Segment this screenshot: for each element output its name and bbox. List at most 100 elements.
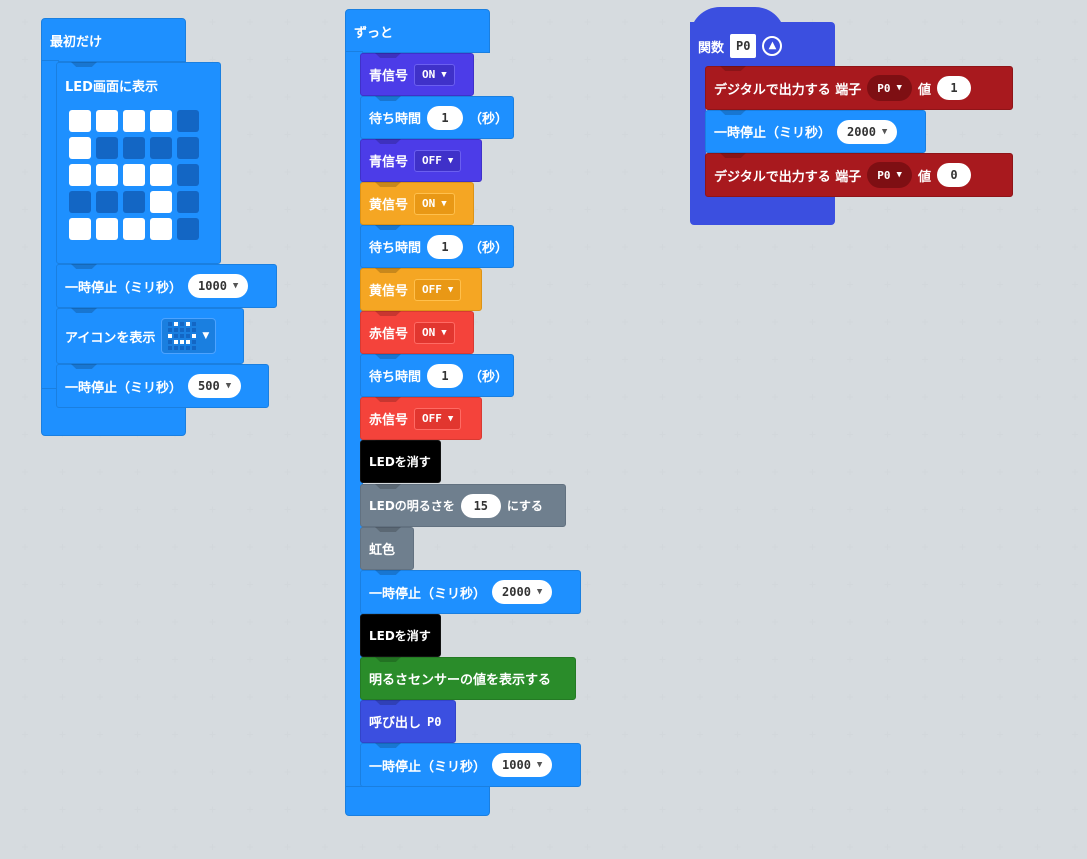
icon-pixel <box>192 340 197 344</box>
value-label: 値 <box>917 82 931 98</box>
led-matrix[interactable] <box>69 110 199 240</box>
wait-seconds-block-2[interactable]: 待ち時間 1 （秒） <box>360 225 514 268</box>
pause-value-dropdown[interactable]: 2000 ▼ <box>492 580 553 604</box>
rainbow-block[interactable]: 虹色 <box>360 527 414 570</box>
wait-label: 待ち時間 <box>369 112 422 127</box>
led-cell[interactable] <box>96 191 118 213</box>
led-cell[interactable] <box>96 110 118 132</box>
pause-label: 一時停止（ミリ秒） <box>65 280 183 296</box>
icon-pixel <box>174 328 179 332</box>
led-cell[interactable] <box>177 164 199 186</box>
wait-label: 待ち時間 <box>369 370 422 385</box>
led-cell[interactable] <box>96 164 118 186</box>
yellow-light-off-block[interactable]: 黄信号 OFF ▼ <box>360 268 482 311</box>
pause-block-500[interactable]: 一時停止（ミリ秒） 500 ▼ <box>56 364 269 408</box>
wait-seconds-block-3[interactable]: 待ち時間 1 （秒） <box>360 354 514 397</box>
pause-label: 一時停止（ミリ秒） <box>369 586 487 602</box>
collapse-icon[interactable]: ▲ <box>762 36 783 56</box>
digital-write-block-2[interactable]: デジタルで出力する 端子 P0 ▼ 値 0 <box>705 153 1013 197</box>
light-sensor-label: 明るさセンサーの値を表示する <box>369 673 552 688</box>
pin-dropdown[interactable]: P0 ▼ <box>867 162 912 188</box>
led-cell[interactable] <box>96 218 118 240</box>
led-clear-block-2[interactable]: LEDを消す <box>360 614 441 657</box>
pause-value-dropdown[interactable]: 1000 ▼ <box>188 274 249 298</box>
digital-write-block-1[interactable]: デジタルで出力する 端子 P0 ▼ 値 1 <box>705 66 1013 110</box>
brightness-value-input[interactable]: 15 <box>460 493 501 518</box>
led-cell[interactable] <box>96 137 118 159</box>
function-pause-block[interactable]: 一時停止（ミリ秒） 2000 ▼ <box>705 110 926 153</box>
led-cell[interactable] <box>69 191 91 213</box>
red-light-on-block[interactable]: 赤信号 ON ▼ <box>360 311 474 354</box>
led-cell[interactable] <box>123 137 145 159</box>
led-cell[interactable] <box>69 137 91 159</box>
pause-value-dropdown[interactable]: 500 ▼ <box>188 374 242 398</box>
wait-unit: （秒） <box>469 112 509 127</box>
pause-block-1000[interactable]: 一時停止（ミリ秒） 1000 ▼ <box>56 264 277 308</box>
caret-down-icon: ▼ <box>441 198 447 209</box>
led-cell[interactable] <box>123 164 145 186</box>
led-cell[interactable] <box>69 218 91 240</box>
show-light-sensor-block[interactable]: 明るさセンサーの値を表示する <box>360 657 576 700</box>
led-cell[interactable] <box>69 164 91 186</box>
led-cell[interactable] <box>150 110 172 132</box>
red-light-state-dropdown[interactable]: ON ▼ <box>414 321 455 344</box>
digital-value-input[interactable]: 1 <box>936 76 971 100</box>
call-function-block[interactable]: 呼び出し P0 <box>360 700 456 743</box>
red-light-off-block[interactable]: 赤信号 OFF ▼ <box>360 397 482 440</box>
show-icon-block[interactable]: アイコンを表示 ▼ <box>56 308 244 364</box>
icon-pixel <box>174 340 179 344</box>
led-cell[interactable] <box>150 137 172 159</box>
led-cell[interactable] <box>150 164 172 186</box>
blue-light-off-block[interactable]: 青信号 OFF ▼ <box>360 139 482 182</box>
led-clear-block-1[interactable]: LEDを消す <box>360 440 441 483</box>
yellow-light-state-dropdown[interactable]: ON ▼ <box>414 192 455 215</box>
yellow-light-state-dropdown[interactable]: OFF ▼ <box>414 278 462 301</box>
pause-value-dropdown[interactable]: 1000 ▼ <box>492 753 553 777</box>
red-light-state-dropdown[interactable]: OFF ▼ <box>414 407 462 430</box>
pin-dropdown[interactable]: P0 ▼ <box>867 75 912 101</box>
yellow-light-on-block[interactable]: 黄信号 ON ▼ <box>360 182 474 225</box>
led-cell[interactable] <box>123 191 145 213</box>
led-cell[interactable] <box>69 110 91 132</box>
show-icon-label: アイコンを表示 <box>65 330 156 346</box>
on-start-header[interactable]: 最初だけ <box>41 18 186 62</box>
led-clear-label: LEDを消す <box>369 455 431 469</box>
led-cell[interactable] <box>150 191 172 213</box>
pause-block-2000[interactable]: 一時停止（ミリ秒） 2000 ▼ <box>360 570 581 614</box>
icon-pixel <box>180 328 185 332</box>
blue-light-state-dropdown[interactable]: OFF ▼ <box>414 149 462 172</box>
function-name-input[interactable]: P0 <box>730 34 757 58</box>
wait-value-input[interactable]: 1 <box>427 234 464 259</box>
led-cell[interactable] <box>177 137 199 159</box>
function-header[interactable]: 関数 P0 ▲ <box>690 22 835 68</box>
icon-picker-dropdown[interactable]: ▼ <box>161 318 217 354</box>
icon-pixel <box>174 346 179 350</box>
icon-pixel <box>174 322 179 326</box>
caret-down-icon: ▼ <box>536 760 543 770</box>
call-function-name: P0 <box>427 714 442 729</box>
pause-value-dropdown[interactable]: 2000 ▼ <box>837 119 898 144</box>
caret-down-icon: ▼ <box>881 126 888 137</box>
pause-block-1000-b[interactable]: 一時停止（ミリ秒） 1000 ▼ <box>360 743 581 787</box>
blue-light-on-block[interactable]: 青信号 ON ▼ <box>360 53 474 96</box>
led-cell[interactable] <box>177 218 199 240</box>
led-brightness-block[interactable]: LEDの明るさを 15 にする <box>360 484 566 527</box>
wait-value-input[interactable]: 1 <box>427 363 464 388</box>
blue-light-label: 青信号 <box>369 155 409 170</box>
digital-value-input[interactable]: 0 <box>936 163 971 187</box>
blue-light-state-dropdown[interactable]: ON ▼ <box>414 63 455 86</box>
led-cell[interactable] <box>150 218 172 240</box>
red-light-label: 赤信号 <box>369 413 409 428</box>
led-cell[interactable] <box>177 110 199 132</box>
caret-down-icon: ▼ <box>896 83 902 93</box>
caret-down-icon: ▼ <box>447 284 454 295</box>
led-cell[interactable] <box>123 218 145 240</box>
wait-unit: （秒） <box>469 241 509 256</box>
led-cell[interactable] <box>177 191 199 213</box>
wait-value-input[interactable]: 1 <box>427 105 464 130</box>
wait-seconds-block-1[interactable]: 待ち時間 1 （秒） <box>360 96 514 139</box>
icon-pixel <box>186 334 191 338</box>
caret-down-icon: ▼ <box>896 170 902 180</box>
led-cell[interactable] <box>123 110 145 132</box>
forever-header[interactable]: ずっと <box>345 9 490 53</box>
